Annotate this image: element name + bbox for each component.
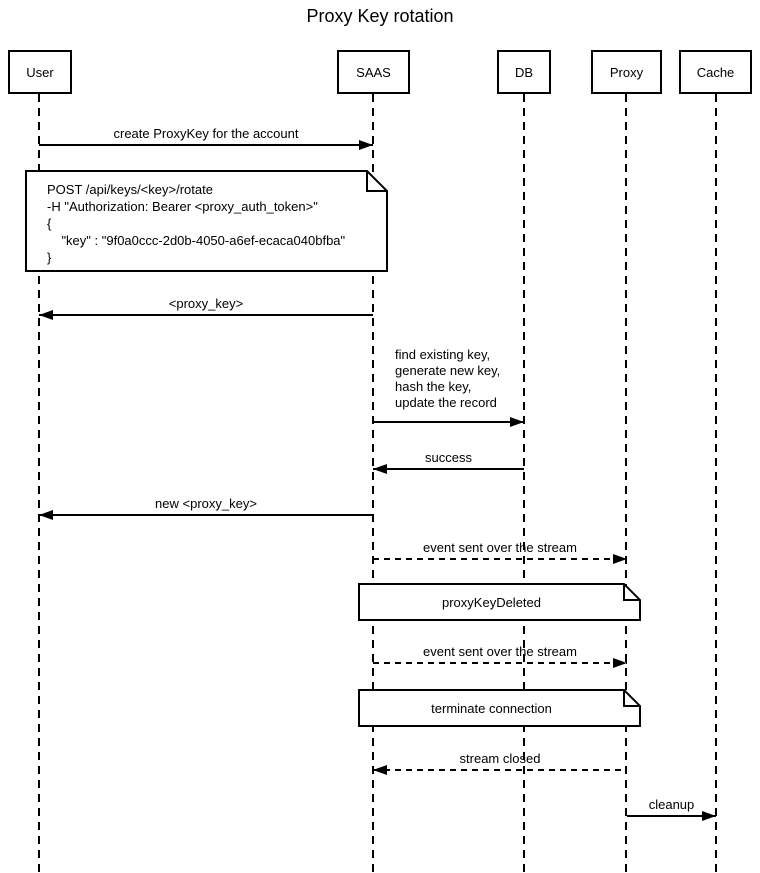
actor-proxy: Proxy xyxy=(591,50,662,94)
note-line: } xyxy=(47,250,52,265)
actor-saas-label: SAAS xyxy=(356,64,391,80)
message-line xyxy=(39,514,373,516)
note-terminate-connection: terminate connection xyxy=(358,689,641,727)
note-text: POST /api/keys/<key>/rotate -H "Authoriz… xyxy=(47,181,345,266)
arrowhead-left-icon xyxy=(39,310,53,320)
arrowhead-left-icon xyxy=(373,464,387,474)
message-label: event sent over the stream xyxy=(423,644,577,659)
message-stream-closed: stream closed xyxy=(373,751,627,775)
arrowhead-right-icon xyxy=(613,554,627,564)
note-line: { xyxy=(47,216,52,231)
message-new-proxy-key: new <proxy_key> xyxy=(39,496,373,520)
note-line: "key" : "9f0a0ccc-2d0b-4050-a6ef-ecaca04… xyxy=(47,233,346,248)
note-line: -H "Authorization: Bearer <proxy_auth_to… xyxy=(47,199,318,214)
message-line xyxy=(373,468,524,470)
actor-db-label: DB xyxy=(514,64,534,80)
message-line xyxy=(627,815,716,817)
actor-db: DB xyxy=(497,50,551,94)
arrowhead-right-icon xyxy=(702,811,716,821)
arrowhead-right-icon xyxy=(613,658,627,668)
diagram-title: Proxy Key rotation xyxy=(306,6,454,26)
message-label: event sent over the stream xyxy=(423,540,577,555)
note-rotate-request: POST /api/keys/<key>/rotate -H "Authoriz… xyxy=(25,170,388,272)
lifeline-user xyxy=(38,94,40,873)
message-success: success xyxy=(373,450,524,474)
message-line xyxy=(373,769,627,771)
message-create-proxykey: create ProxyKey for the account xyxy=(39,126,373,150)
actor-user: User xyxy=(8,50,72,94)
arrowhead-left-icon xyxy=(39,510,53,520)
note-shape-icon xyxy=(358,583,641,621)
message-label: success xyxy=(425,450,472,465)
actor-saas: SAAS xyxy=(337,50,410,94)
message-line xyxy=(39,144,373,146)
message-line xyxy=(373,558,627,560)
note-shape-icon xyxy=(25,170,388,272)
message-line xyxy=(373,662,627,664)
lifeline-saas xyxy=(372,94,374,873)
message-label: <proxy_key> xyxy=(168,296,244,311)
message-line xyxy=(373,421,524,423)
message-proxy-key-return: <proxy_key> xyxy=(39,296,373,320)
lifeline-proxy xyxy=(625,94,627,873)
note-shape-icon xyxy=(358,689,641,727)
message-event-stream-1: event sent over the stream xyxy=(373,540,627,564)
actor-user-label: User xyxy=(26,64,54,80)
message-event-stream-2: event sent over the stream xyxy=(373,644,627,668)
message-label: find existing key, generate new key, has… xyxy=(395,347,501,410)
message-label: stream closed xyxy=(459,751,541,766)
message-label: create ProxyKey for the account xyxy=(113,126,299,141)
message-label: cleanup xyxy=(648,797,695,812)
note-text: proxyKeyDeleted xyxy=(442,594,541,610)
message-update-record: find existing key, generate new key, has… xyxy=(373,347,524,427)
actor-cache-label: Cache xyxy=(696,64,735,80)
message-label: new <proxy_key> xyxy=(155,496,257,511)
message-cleanup: cleanup xyxy=(627,797,716,821)
arrowhead-right-icon xyxy=(510,417,524,427)
note-proxykeydeleted: proxyKeyDeleted xyxy=(358,583,641,621)
note-line: POST /api/keys/<key>/rotate xyxy=(47,182,213,197)
arrowhead-right-icon xyxy=(359,140,373,150)
lifeline-cache xyxy=(715,94,717,873)
actor-cache: Cache xyxy=(679,50,752,94)
actor-proxy-label: Proxy xyxy=(609,64,644,80)
message-line xyxy=(39,314,373,316)
note-text: terminate connection xyxy=(431,700,552,716)
arrowhead-left-icon xyxy=(373,765,387,775)
lifeline-db xyxy=(523,94,525,873)
